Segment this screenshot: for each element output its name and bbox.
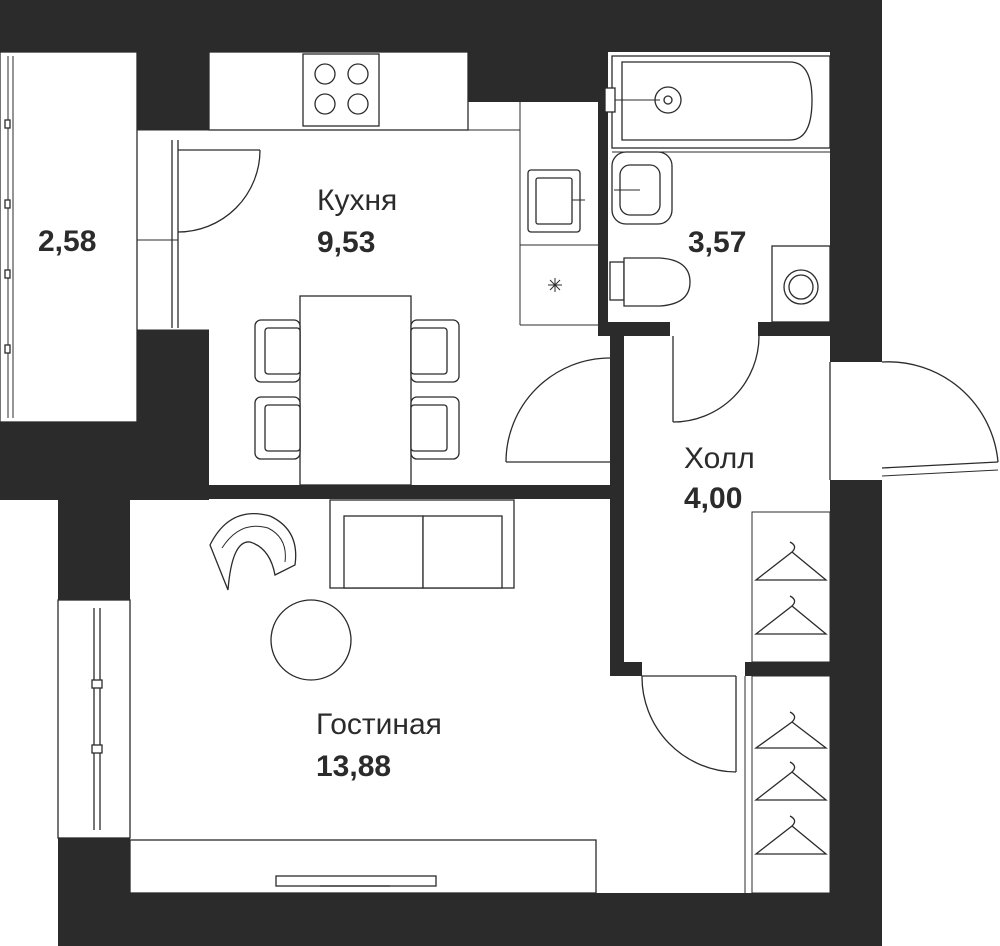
tv-stand <box>129 839 597 894</box>
living-door <box>641 675 737 773</box>
hanger-icon <box>754 541 828 581</box>
wardrobe-lower <box>744 675 831 894</box>
toilet-icon <box>609 257 691 307</box>
living-name: Гостиная <box>316 708 442 741</box>
hanger-icon <box>754 595 828 635</box>
bathroom <box>604 55 831 323</box>
kitchen <box>208 51 598 486</box>
kitchen-name: Кухня <box>317 184 397 217</box>
living-room <box>57 499 597 894</box>
room-labels: 2,58 Кухня 9,53 3,57 Холл 4,00 Гостиная … <box>38 184 755 783</box>
sofa-icon <box>329 499 515 589</box>
hanger-icon <box>754 761 828 801</box>
bathtub-icon <box>604 55 831 149</box>
bathroom-area: 3,57 <box>688 226 746 259</box>
hanger-icon <box>753 711 828 749</box>
coffee-table <box>270 599 352 681</box>
dining-table <box>254 295 460 486</box>
hall-name: Холл <box>684 442 755 475</box>
hall-area: 4,00 <box>684 482 742 515</box>
walls <box>0 0 882 946</box>
kitchen-door <box>505 357 611 463</box>
kitchen-area: 9,53 <box>317 226 375 259</box>
bathroom-door <box>672 335 760 423</box>
burner-mark-icon <box>548 278 562 292</box>
washbasin-icon <box>611 151 673 225</box>
balcony <box>0 51 261 423</box>
hanger-icon <box>754 815 828 855</box>
sink-icon <box>527 169 585 233</box>
living-area: 13,88 <box>316 750 391 783</box>
balcony-area: 2,58 <box>38 225 96 258</box>
stove-icon <box>302 53 380 127</box>
balcony-door <box>137 129 261 331</box>
washing-machine-icon <box>771 245 831 323</box>
armchair-icon <box>209 512 297 591</box>
wardrobe-upper <box>751 511 831 663</box>
entrance-door <box>829 361 999 480</box>
living-window <box>57 599 131 839</box>
hall <box>505 335 999 894</box>
